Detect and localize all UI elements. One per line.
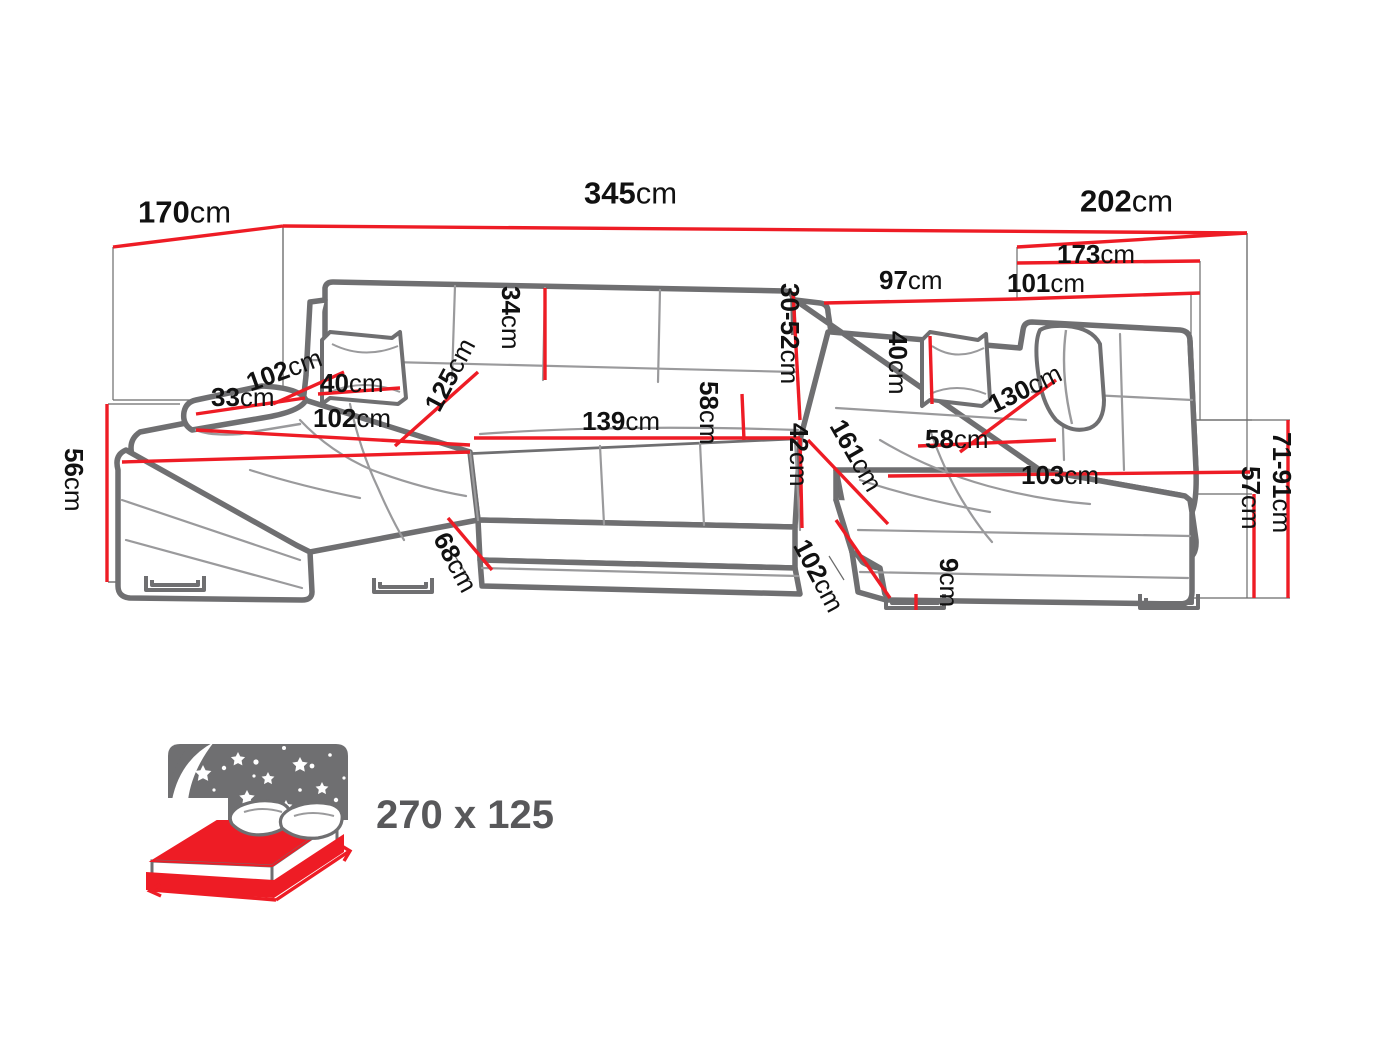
dim-label-97: 97cm: [879, 267, 943, 293]
dim-unit: cm: [1100, 239, 1136, 269]
dim-value: 101: [1007, 268, 1051, 298]
dim-value: 97: [879, 265, 908, 295]
dim-unit: cm: [625, 406, 661, 436]
dim-value: 345: [584, 175, 636, 211]
dim-unit: cm: [189, 194, 232, 230]
dim-label-58-right: 58cm: [925, 426, 989, 452]
dim-label-101: 101cm: [1007, 270, 1085, 296]
dim-unit: cm: [239, 382, 275, 412]
dim-value: 173: [1057, 239, 1101, 269]
dim-unit: cm: [907, 265, 943, 295]
dimension-lines: [105, 224, 1290, 610]
dim-label-40-left: 40cm: [320, 370, 384, 396]
dim-unit: cm: [348, 368, 384, 398]
dim-label-33: 33cm: [211, 384, 275, 410]
dim-label-102-seat: 102cm: [313, 405, 391, 431]
dim-value: 103: [1021, 460, 1065, 490]
dim-value: 139: [582, 406, 626, 436]
dim-unit: cm: [1064, 460, 1100, 490]
stars: [178, 746, 346, 823]
dim-label-173: 173cm: [1057, 241, 1135, 267]
bed-dimension-arrows: [146, 843, 353, 902]
dim-unit: cm: [953, 424, 989, 454]
dim-unit: cm: [1131, 183, 1174, 219]
sofa-outline: [114, 279, 1199, 607]
dim-value: 202: [1080, 183, 1132, 219]
dim-label-170: 170cm: [138, 197, 231, 228]
starry-headboard: [168, 742, 348, 823]
dim-label-345: 345cm: [584, 178, 677, 209]
dim-value: 40: [320, 368, 349, 398]
bed-size-label: 270 x 125: [376, 793, 554, 837]
dim-unit: cm: [356, 403, 392, 433]
throw-cushions: [320, 323, 1106, 432]
dim-value: 170: [138, 194, 190, 230]
pillows: [228, 799, 344, 840]
dim-value: 102: [313, 403, 357, 433]
dim-label-103: 103cm: [1021, 462, 1099, 488]
dim-value: 33: [211, 382, 240, 412]
dim-value: 58: [925, 424, 954, 454]
dim-label-139: 139cm: [582, 408, 660, 434]
dim-label-202: 202cm: [1080, 186, 1173, 217]
dim-unit: cm: [635, 175, 678, 211]
dim-unit: cm: [1050, 268, 1086, 298]
